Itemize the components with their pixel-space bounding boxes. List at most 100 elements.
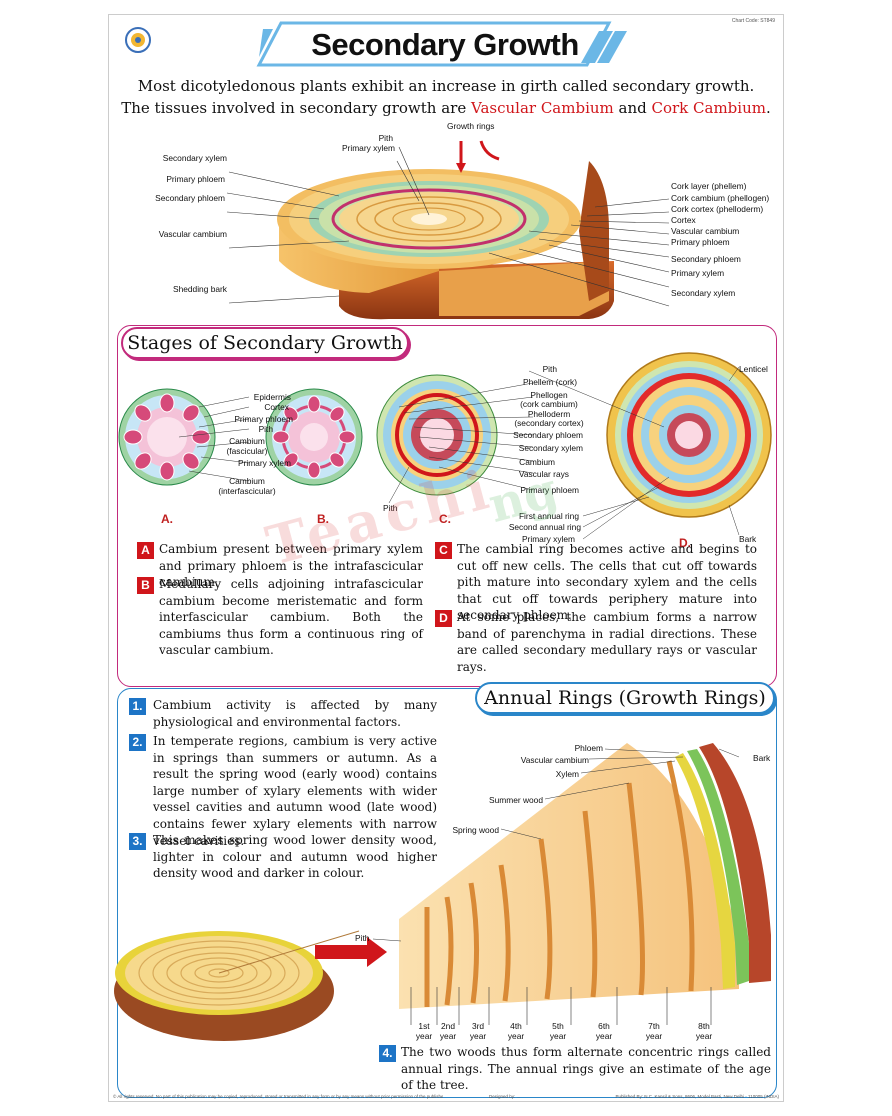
point-2-text: In temperate regions, cambium is very ac… <box>153 734 437 848</box>
label-cambium-c: Cambium <box>519 457 555 467</box>
stages-heading: Stages of Secondary Growth <box>121 327 409 359</box>
intro-and: and <box>613 99 652 117</box>
letter-a: A. <box>161 512 173 526</box>
note-a-badge: A <box>137 542 154 559</box>
year-7-word: year <box>645 1031 663 1041</box>
label-lenticel: Lenticel <box>739 364 768 374</box>
intro-line-1: Most dicotyledonous plants exhibit an in… <box>137 77 755 95</box>
label-phellogen: Phellogen <box>530 390 568 400</box>
point-2-badge: 2. <box>129 734 146 751</box>
intro-prefix: The tissues involved in secondary growth… <box>121 99 471 117</box>
year-4-word: year <box>507 1031 525 1041</box>
label-vascular-cambium-left: Vascular cambium <box>158 229 227 239</box>
stage-b-circle-icon <box>265 388 363 486</box>
footer-publisher: Published By: N.C. Kansil & Sons, 8606, … <box>615 1094 780 1099</box>
label-first-annual-ring: First annual ring <box>518 511 579 521</box>
label-primary-xylem-top: Primary xylem <box>341 143 395 153</box>
label-bark-wedge: Bark <box>753 753 771 763</box>
year-3-num: 3rd <box>471 1021 485 1031</box>
label-fascicular: (fascicular) <box>226 446 268 456</box>
year-2-num: 2nd <box>441 1021 455 1031</box>
label-second-annual-ring: Second annual ring <box>508 522 581 532</box>
note-b-text: Medullary cells adjoining intrafascicula… <box>159 577 423 658</box>
annual-rings-heading: Annual Rings (Growth Rings) <box>475 682 775 714</box>
stages-section <box>117 325 777 687</box>
label-primary-phloem-right: Primary phloem <box>671 237 730 247</box>
label-primary-phloem-c: Primary phloem <box>520 485 579 495</box>
label-spring-wood: Spring wood <box>452 825 499 835</box>
note-d-badge: D <box>435 610 452 627</box>
point-4-text: The two woods thus form alternate concen… <box>401 1045 771 1093</box>
label-primary-phloem-ab: Primary phloem <box>234 414 293 424</box>
label-cork-cortex: Cork cortex (phelloderm) <box>671 204 764 214</box>
label-cork-cambium-c: (cork cambium) <box>520 399 578 409</box>
label-pith-c-top: Pith <box>542 364 557 374</box>
year-6-word: year <box>595 1031 613 1041</box>
label-summer-wood: Summer wood <box>489 795 543 805</box>
note-a-text: Cambium present between primary xylem an… <box>159 542 423 590</box>
chart-poster: Chart Code: ST849 Secondary Growth Most … <box>108 14 784 1102</box>
label-secondary-xylem-left: Secondary xylem <box>162 153 227 163</box>
label-phelloderm: Phelloderm <box>527 409 571 419</box>
year-7-num: 7th <box>648 1021 660 1031</box>
label-primary-phloem-left: Primary phloem <box>166 174 225 184</box>
year-1-num: 1st <box>418 1021 430 1031</box>
label-cambium-interfascicular: Cambium <box>229 476 265 486</box>
label-secondary-phloem-left: Secondary phloem <box>155 193 225 203</box>
stage-a-circle-icon <box>118 388 216 486</box>
year-5-num: 5th <box>552 1021 564 1031</box>
label-phellem: Phellem (cork) <box>523 377 577 387</box>
label-growth-rings: Growth rings <box>447 121 495 131</box>
label-xylem-wedge: Xylem <box>555 769 579 779</box>
label-bark-d: Bark <box>739 534 757 544</box>
intro-text: Most dicotyledonous plants exhibit an in… <box>109 75 783 119</box>
chart-code: Chart Code: ST849 <box>731 18 775 24</box>
label-shedding-bark: Shedding bark <box>172 284 227 294</box>
intro-line-2: The tissues involved in secondary growth… <box>109 97 783 119</box>
stages-illustration <box>118 352 772 540</box>
footer-rights: © All rights reserved. No part of this p… <box>113 1094 443 1099</box>
label-secondary-cortex: (secondary cortex) <box>514 418 584 428</box>
annual-rings-illustration <box>114 743 771 1041</box>
label-cortex: Cortex <box>671 215 696 225</box>
stage-d-circle-icon <box>606 352 772 518</box>
label-pith-c: Pith <box>383 503 398 513</box>
label-cork-layer: Cork layer (phellem) <box>671 181 747 191</box>
year-8-num: 8th <box>698 1021 710 1031</box>
label-secondary-xylem-c: Secondary xylem <box>518 443 583 453</box>
label-vascular-rays: Vascular rays <box>518 469 569 479</box>
point-1-badge: 1. <box>129 698 146 715</box>
label-pith-ab: Pith <box>258 424 273 434</box>
label-interfascicular: (interfascicular) <box>218 486 276 496</box>
label-phloem-wedge: Phloem <box>574 743 603 753</box>
annual-rings-section <box>117 688 777 1098</box>
point-3-text: This makes spring wood lower density woo… <box>153 833 437 881</box>
label-primary-xylem-right: Primary xylem <box>671 268 725 278</box>
year-6-num: 6th <box>598 1021 610 1031</box>
label-secondary-xylem-right: Secondary xylem <box>671 288 736 298</box>
year-4-num: 4th <box>510 1021 522 1031</box>
label-primary-xylem-ab: Primary xylem <box>237 458 291 468</box>
cork-cambium-text: Cork Cambium <box>651 99 766 117</box>
stem-section-illustration <box>226 140 670 320</box>
year-3-word: year <box>469 1031 487 1041</box>
point-4-badge: 4. <box>379 1045 396 1062</box>
note-d-text: At some places, the cambium forms a narr… <box>457 610 757 674</box>
label-secondary-phloem-c: Secondary phloem <box>513 430 583 440</box>
label-epidermis: Epidermis <box>253 392 291 402</box>
title-area: Secondary Growth <box>277 25 613 65</box>
note-c-text: The cambial ring becomes active and begi… <box>457 542 757 623</box>
note-b-badge: B <box>137 577 154 594</box>
footer-mid: Designed by: ... <box>489 1094 521 1099</box>
note-c-badge: C <box>435 542 452 559</box>
label-primary-xylem-c: Primary xylem <box>521 534 575 544</box>
publisher-logo-icon <box>125 27 151 53</box>
page-title: Secondary Growth <box>311 27 579 62</box>
year-2-word: year <box>439 1031 457 1041</box>
